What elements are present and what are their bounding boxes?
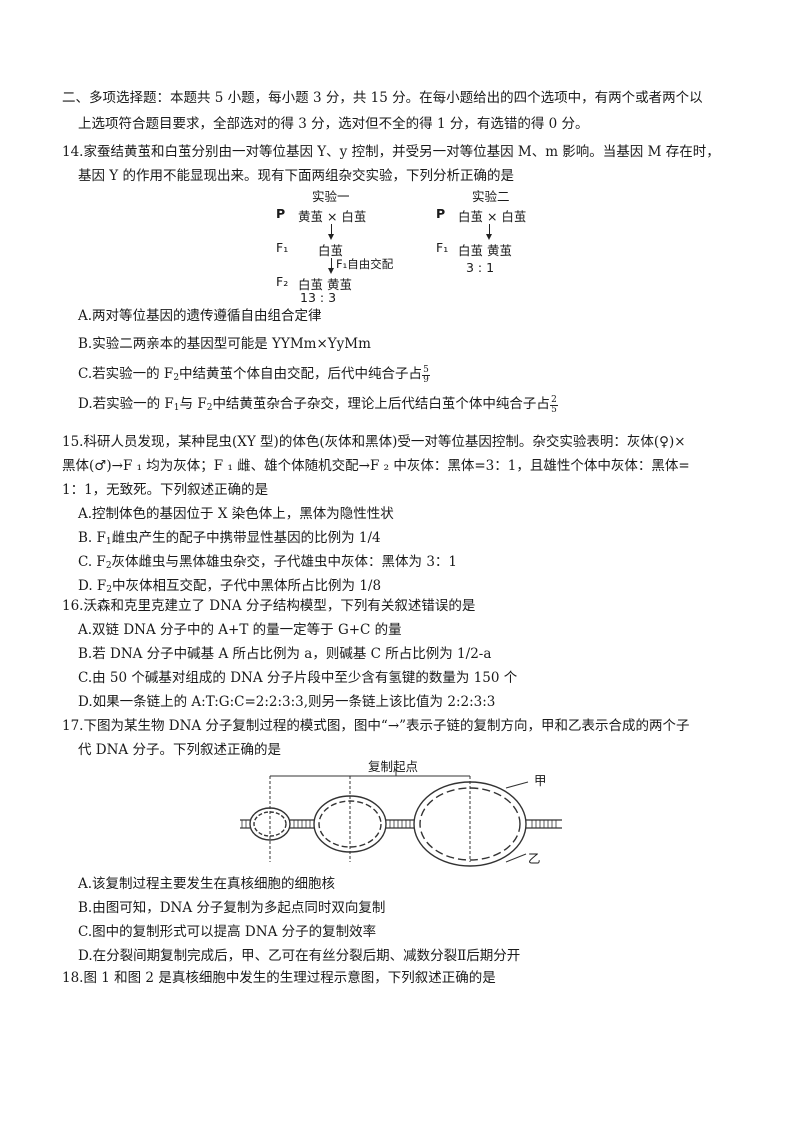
q15-option-b-text: B. F — [78, 530, 106, 546]
q14-option-b: B.实验二两亲本的基因型可能是 YYMm×YyMm — [78, 336, 371, 352]
q15-stem-line2: 黑体(♂)→F ₁ 均为灰体；F ₁ 雌、雄个体随机交配→F ₂ 中灰体：黑体=… — [62, 458, 690, 474]
p-label-exp2: P — [436, 206, 446, 221]
exp1-f1: 白茧 — [318, 243, 344, 258]
q16-option-a: A.双链 DNA 分子中的 A+T 的量一定等于 G+C 的量 — [78, 622, 402, 638]
label-yi: 乙 — [528, 851, 541, 866]
p-label-exp1: P — [276, 206, 286, 221]
f1-label-exp2: F₁ — [436, 240, 449, 255]
q16-option-b: B.若 DNA 分子中碱基 A 所占比例为 a，则碱基 C 所占比例为 1/2-… — [78, 646, 492, 662]
fraction-denominator: 5 — [551, 405, 557, 415]
duplex-rungs — [241, 820, 557, 828]
q17-dna-replication-diagram: 复制起点 甲 乙 — [236, 758, 566, 868]
replication-bubble-large — [413, 781, 527, 867]
q14-option-d-text: D.若实验一的 F — [78, 396, 174, 412]
jia-pointer — [505, 781, 529, 789]
q14-option-c-sub: 2 — [173, 373, 180, 383]
q14-option-d-text3: 中结黄茧杂合子杂交，理论上后代结白茧个体中纯合子占 — [212, 396, 550, 412]
q16-stem: 16.沃森和克里克建立了 DNA 分子结构模型，下列有关叙述错误的是 — [62, 598, 476, 614]
arrow-p-f1-exp2 — [486, 224, 492, 240]
fraction-numerator: 5 — [422, 365, 431, 376]
dna-replication-svg — [240, 770, 562, 867]
q14-option-c-text: C.若实验一的 F — [78, 366, 174, 382]
arrow-p-f1-exp1 — [328, 224, 334, 240]
q15-option-c-sub: 2 — [105, 561, 112, 571]
q14-stem-line2: 基因 Y 的作用不能显现出来。现有下面两组杂交实验，下列分析正确的是 — [78, 168, 514, 184]
q14-option-d-sub1: 1 — [173, 403, 180, 413]
q17-stem-line2: 代 DNA 分子。下列叙述正确的是 — [78, 742, 281, 758]
exp2-ratio: 3 : 1 — [466, 260, 495, 275]
q18-stem: 18.图 1 和图 2 是真核细胞中发生的生理过程示意图，下列叙述正确的是 — [62, 970, 496, 986]
q15-option-a: A.控制体色的基因位于 X 染色体上，黑体为隐性性状 — [78, 506, 394, 522]
q14-stem-line1: 14.家蚕结黄茧和白茧分别由一对等位基因 Y、y 控制，并受另一对等位基因 M、… — [62, 144, 720, 160]
q15-option-d-text2: 中灰体相互交配，子代中黑体所占比例为 1/8 — [112, 578, 382, 594]
parental-duplex — [240, 819, 562, 829]
q14-option-a: A.两对等位基因的遗传遵循自由组合定律 — [78, 308, 322, 324]
exp1-title: 实验一 — [312, 189, 350, 204]
exp2-parents: 白茧 × 白茧 — [458, 209, 527, 224]
q15-option-c-text: C. F — [78, 554, 106, 570]
fraction-numerator: 2 — [549, 395, 558, 406]
q17-option-c: C.图中的复制形式可以提高 DNA 分子的复制效率 — [78, 924, 377, 940]
fraction-denominator: 9 — [423, 375, 429, 385]
q15-option-c: C. F2灰体雌虫与黑体雄虫杂交，子代雄虫中灰体：黑体为 3：1 — [78, 552, 457, 576]
q17-option-a: A.该复制过程主要发生在真核细胞的细胞核 — [78, 876, 336, 892]
f1-label-exp1: F₁ — [276, 240, 289, 255]
label-jia: 甲 — [534, 773, 547, 788]
q14-cross-diagram: 实验一 实验二 P 黄茧 × 白茧 P 白茧 × 白茧 F₁ 白茧 F₁ 白茧 … — [268, 186, 548, 305]
arrow-f1-f2-exp1 — [328, 258, 334, 274]
yi-pointer — [505, 853, 527, 863]
q14-option-d-text2: 与 F — [179, 396, 207, 412]
exp2-title: 实验二 — [472, 189, 510, 204]
exp1-ratio: 13 : 3 — [300, 290, 337, 305]
q17-stem-line1: 17.下图为某生物 DNA 分子复制过程的模式图，图中“→”表示子链的复制方向，… — [62, 718, 690, 734]
q15-option-b: B. F1雌虫产生的配子中携带显性基因的比例为 1/4 — [78, 528, 381, 552]
q15-option-d: D. F2中灰体相互交配，子代中黑体所占比例为 1/8 — [78, 576, 381, 600]
q17-option-b: B.由图可知，DNA 分子复制为多起点同时双向复制 — [78, 900, 386, 916]
q15-option-c-text2: 灰体雌虫与黑体雄虫杂交，子代雄虫中灰体：黑体为 3：1 — [111, 554, 458, 570]
exp1-f2: 白茧 黄茧 — [298, 277, 352, 292]
q15-stem-line1: 15.科研人员发现，某种昆虫(XY 型)的体色(灰体和黑体)受一对等位基因控制。… — [62, 434, 686, 450]
q14-option-d-sub2: 2 — [206, 403, 213, 413]
q16-option-c: C.由 50 个碱基对组成的 DNA 分子片段中至少含有氢键的数量为 150 个 — [78, 670, 518, 686]
exp1-parents: 黄茧 × 白茧 — [298, 209, 367, 224]
exp2-f1: 白茧 黄茧 — [458, 243, 512, 258]
replication-bubble-small — [249, 807, 291, 841]
q15-option-d-sub: 2 — [106, 585, 113, 595]
f2-label-exp1: F₂ — [276, 274, 289, 289]
q15-option-b-sub: 1 — [105, 537, 112, 547]
section-header-line1: 二、多项选择题：本题共 5 小题，每小题 3 分，共 15 分。在每小题给出的四… — [62, 90, 703, 106]
q17-option-d: D.在分裂间期复制完成后，甲、乙可在有丝分裂后期、减数分裂Ⅱ后期分开 — [78, 948, 521, 964]
section-header-line2: 上选项符合题目要求，全部选对的得 3 分，选对但不全的得 1 分，有选错的得 0… — [78, 116, 589, 132]
q15-option-b-text2: 雌虫产生的配子中携带显性基因的比例为 1/4 — [111, 530, 381, 546]
replication-bubble-medium — [313, 795, 387, 853]
q16-option-d: D.如果一条链上的 A:T:G:C=2:2:3:3,则另一条链上该比值为 2:2… — [78, 694, 496, 710]
q15-option-d-text: D. F — [78, 578, 107, 594]
exp1-selfing-note: F₁自由交配 — [336, 257, 394, 271]
origin-label: 复制起点 — [368, 759, 419, 774]
q14-option-c-text2: 中结黄茧个体自由交配，后代中纯合子占 — [179, 366, 423, 382]
q15-stem-line3: 1：1，无致死。下列叙述正确的是 — [62, 482, 269, 498]
